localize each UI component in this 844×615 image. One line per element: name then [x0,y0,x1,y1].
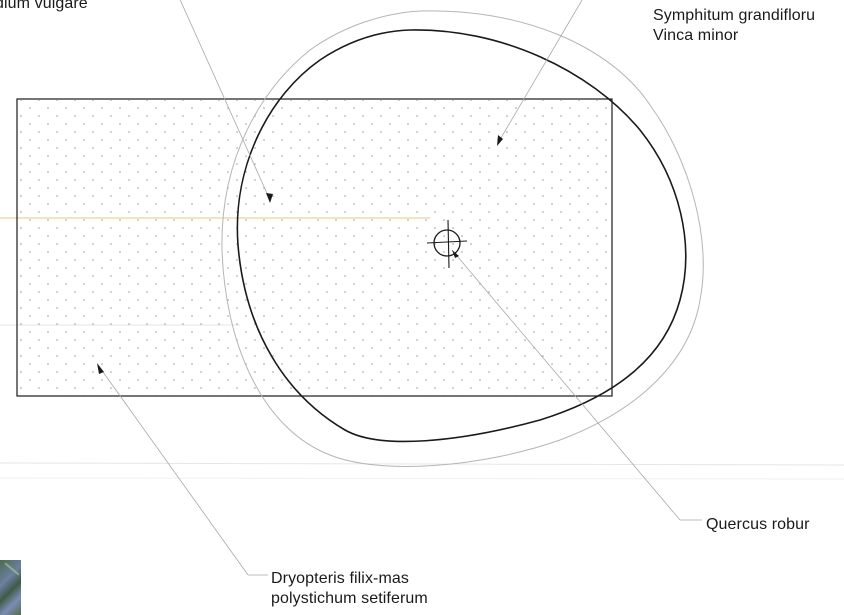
faint-guide-line-bottom-2 [0,477,844,480]
label-symphitum-vinca: Symphitum grandifloru Vinca minor [653,6,815,46]
planting-bed-dot-fill [18,100,612,396]
leader-line-top-left [179,0,271,201]
label-symphitum: Symphitum grandifloru [653,7,816,24]
label-dryopteris: Dryopteris filix-mas [271,570,410,587]
label-quercus-robur: Quercus robur [706,516,810,533]
label-odium-vulgare: odium vulgare [0,0,88,12]
crosshair-circle-icon [426,219,468,269]
label-dryopteris-polystichum: Dryopteris filix-mas polystichum setifer… [271,569,428,609]
leader-line-top-right [497,0,583,144]
label-polystichum: polystichum setiferum [271,590,428,607]
leader-line-quercus [451,249,681,521]
leader-arrow-top-left [266,193,273,203]
vegetation-thumbnail [0,560,21,615]
faint-guide-line-bottom [0,462,844,466]
tree-canopy-outline [236,29,687,443]
outer-canopy-ring [221,10,704,467]
leader-line-dryopteris [97,364,249,576]
label-vinca: Vinca minor [653,27,739,44]
leader-arrow-top-right [497,135,503,146]
leader-arrow-dryopteris [97,363,104,374]
planting-bed-outline [16,98,613,397]
